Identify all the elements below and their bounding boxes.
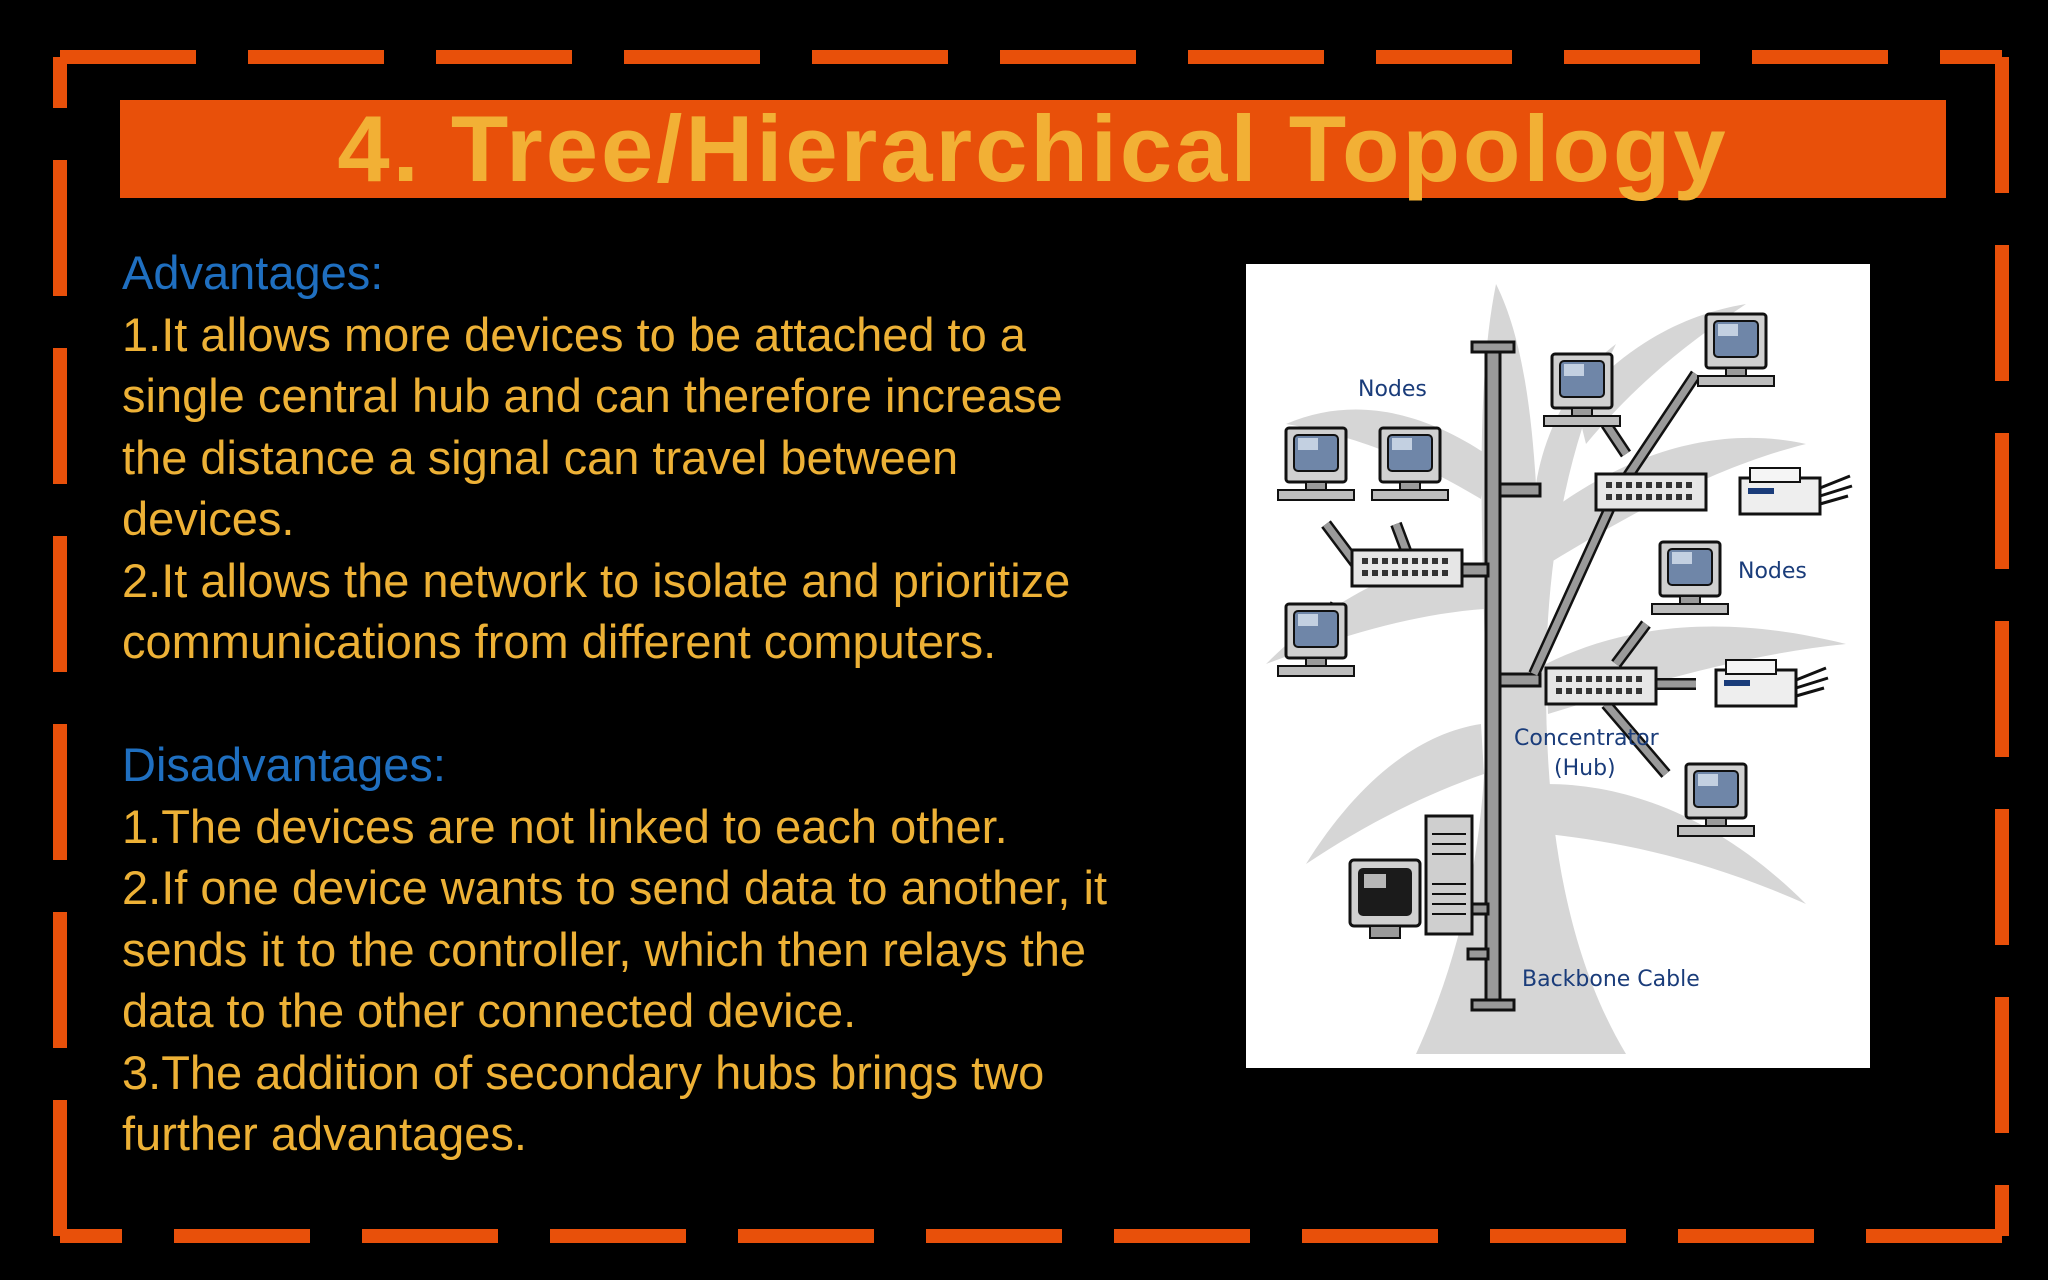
hub-left xyxy=(1350,548,1464,588)
printer-icon xyxy=(1714,658,1830,708)
advantage-line: 2.It allows the network to isolate and p… xyxy=(122,553,1071,607)
slide-title: 4. Tree/Hierarchical Topology xyxy=(337,96,1729,201)
disadvantage-line: 3.The addition of secondary hubs brings … xyxy=(122,1045,1045,1099)
section-spacer xyxy=(122,673,1222,735)
cable-links xyxy=(1458,482,1542,961)
nodes-label-left: Nodes xyxy=(1358,377,1427,402)
hub-top-right xyxy=(1594,472,1708,512)
computer-icon xyxy=(1696,312,1776,388)
disadvantages-heading: Disadvantages: xyxy=(122,738,446,791)
concentrator-label: Concentrator xyxy=(1514,726,1660,751)
disadvantage-line: 1.The devices are not linked to each oth… xyxy=(122,799,1008,853)
server-workstation-icon xyxy=(1348,814,1474,939)
advantage-line: devices. xyxy=(122,492,295,545)
title-banner: 4. Tree/Hierarchical Topology xyxy=(120,100,1946,198)
computer-icon xyxy=(1542,352,1622,428)
tree-topology-illustration: Nodes Nodes Concentrator (Hub) Backbone … xyxy=(1266,284,1854,1054)
concentrator-hub xyxy=(1544,666,1658,706)
computer-icon xyxy=(1650,540,1730,616)
backbone-cable-label: Backbone Cable xyxy=(1522,967,1700,992)
hub-label: (Hub) xyxy=(1554,756,1616,781)
text-content: Advantages: 1.It allows more devices to … xyxy=(122,242,1222,1165)
advantage-line: the distance a signal can travel between xyxy=(122,430,959,484)
computer-icon xyxy=(1276,602,1356,678)
advantage-line: 1.It allows more devices to be attached … xyxy=(122,307,1026,361)
nodes-label-right: Nodes xyxy=(1738,559,1807,584)
disadvantage-line: 2.If one device wants to send data to an… xyxy=(122,861,1108,914)
advantages-heading: Advantages: xyxy=(122,246,384,299)
disadvantage-line: data to the other connected device. xyxy=(122,984,857,1037)
advantage-line: communications from different computers. xyxy=(122,615,997,668)
disadvantage-line: further advantages. xyxy=(122,1107,527,1160)
computer-icon xyxy=(1276,426,1356,502)
disadvantage-line: sends it to the controller, which then r… xyxy=(122,922,1087,976)
computer-icon xyxy=(1370,426,1450,502)
advantage-line: single central hub and can therefore inc… xyxy=(122,369,1063,422)
printer-icon xyxy=(1738,466,1854,516)
tree-topology-diagram: Nodes Nodes Concentrator (Hub) Backbone … xyxy=(1246,264,1870,1068)
computer-icon xyxy=(1676,762,1756,838)
